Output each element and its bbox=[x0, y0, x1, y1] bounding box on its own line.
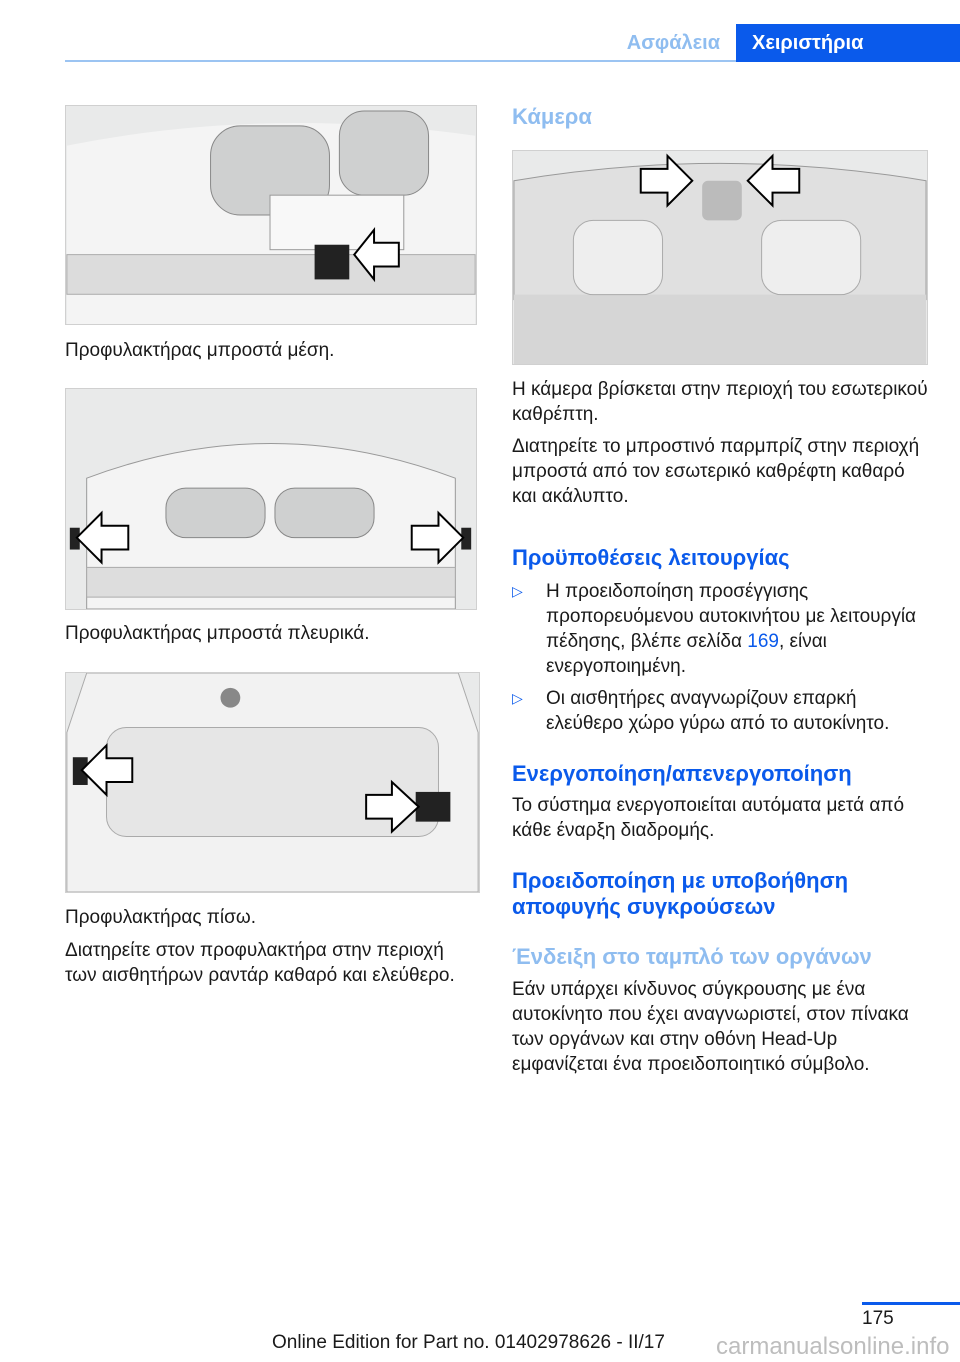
footer-divider bbox=[862, 1302, 960, 1305]
camera-location-image bbox=[512, 150, 928, 365]
header-divider bbox=[65, 60, 736, 62]
front-bumper-center-image bbox=[65, 105, 477, 325]
camera-location-text: Η κάμερα βρίσκεται στην περιοχή του εσωτ… bbox=[512, 379, 928, 425]
page-number: 175 bbox=[862, 1308, 894, 1329]
tab-section[interactable]: Ασφάλεια bbox=[626, 32, 720, 54]
camera-cleaning-text: Διατηρείτε το μπροστινό παρμπρίζ στην πε… bbox=[512, 436, 920, 507]
camera-heading: Κάμερα bbox=[512, 104, 592, 129]
caption-rear: Προφυλακτήρας πίσω. bbox=[65, 907, 256, 928]
collision-warning-heading: Προειδοποίηση με υποβοήθηση αποφυγής συγ… bbox=[512, 868, 849, 919]
edition-note: Online Edition for Part no. 01402978626 … bbox=[272, 1332, 665, 1353]
requirement-item-2: ▷ Οι αισθητήρες αναγνωρίζουν επαρκή ελεύθ… bbox=[512, 686, 932, 736]
tab-chapter[interactable]: Χειριστήρια bbox=[736, 24, 960, 62]
bullet-triangle-icon: ▷ bbox=[512, 583, 523, 599]
bumper-cleaning-note: Διατηρείτε στον προφυλακτήρα στην περιοχ… bbox=[65, 940, 455, 986]
requirement-item-1: ▷ Η προειδοποίηση προσέγγισης προπορευόμε… bbox=[512, 579, 932, 679]
caption-front-side: Προφυλακτήρας μπροστά πλευρικά. bbox=[65, 623, 370, 644]
requirement-text: Οι αισθητήρες αναγνωρίζουν επαρκή ελεύθε… bbox=[546, 688, 890, 734]
watermark: carmanualsonline.info bbox=[716, 1333, 950, 1360]
caption-front-center: Προφυλακτήρας μπροστά μέση. bbox=[65, 340, 335, 361]
right-column: Κάμερα Η κάμερα βρίσκεται στην περιοχή τ… bbox=[512, 104, 932, 1077]
front-bumper-side-image bbox=[65, 388, 477, 610]
bullet-triangle-icon: ▷ bbox=[512, 690, 523, 706]
requirement-text: Η προειδοποίηση προσέγγισης προπορευόμεν… bbox=[546, 581, 917, 652]
activation-heading: Ενεργοποίηση/απενεργοποίηση bbox=[512, 761, 852, 786]
requirements-heading: Προϋποθέσεις λειτουργίας bbox=[512, 545, 790, 570]
requirement-text-end: , είναι ενεργοποιημένη. bbox=[546, 631, 827, 677]
activation-text: Το σύστημα ενεργοποιείται αυτόματα μετά … bbox=[512, 795, 905, 841]
page-link-169[interactable]: 169 bbox=[747, 631, 779, 652]
instrument-display-text: Εάν υπάρχει κίνδυνος σύγκρουσης με ένα α… bbox=[512, 979, 909, 1075]
rear-bumper-image bbox=[65, 672, 480, 893]
instrument-display-heading: Ένδειξη στο ταμπλό των οργάνων bbox=[512, 944, 872, 969]
